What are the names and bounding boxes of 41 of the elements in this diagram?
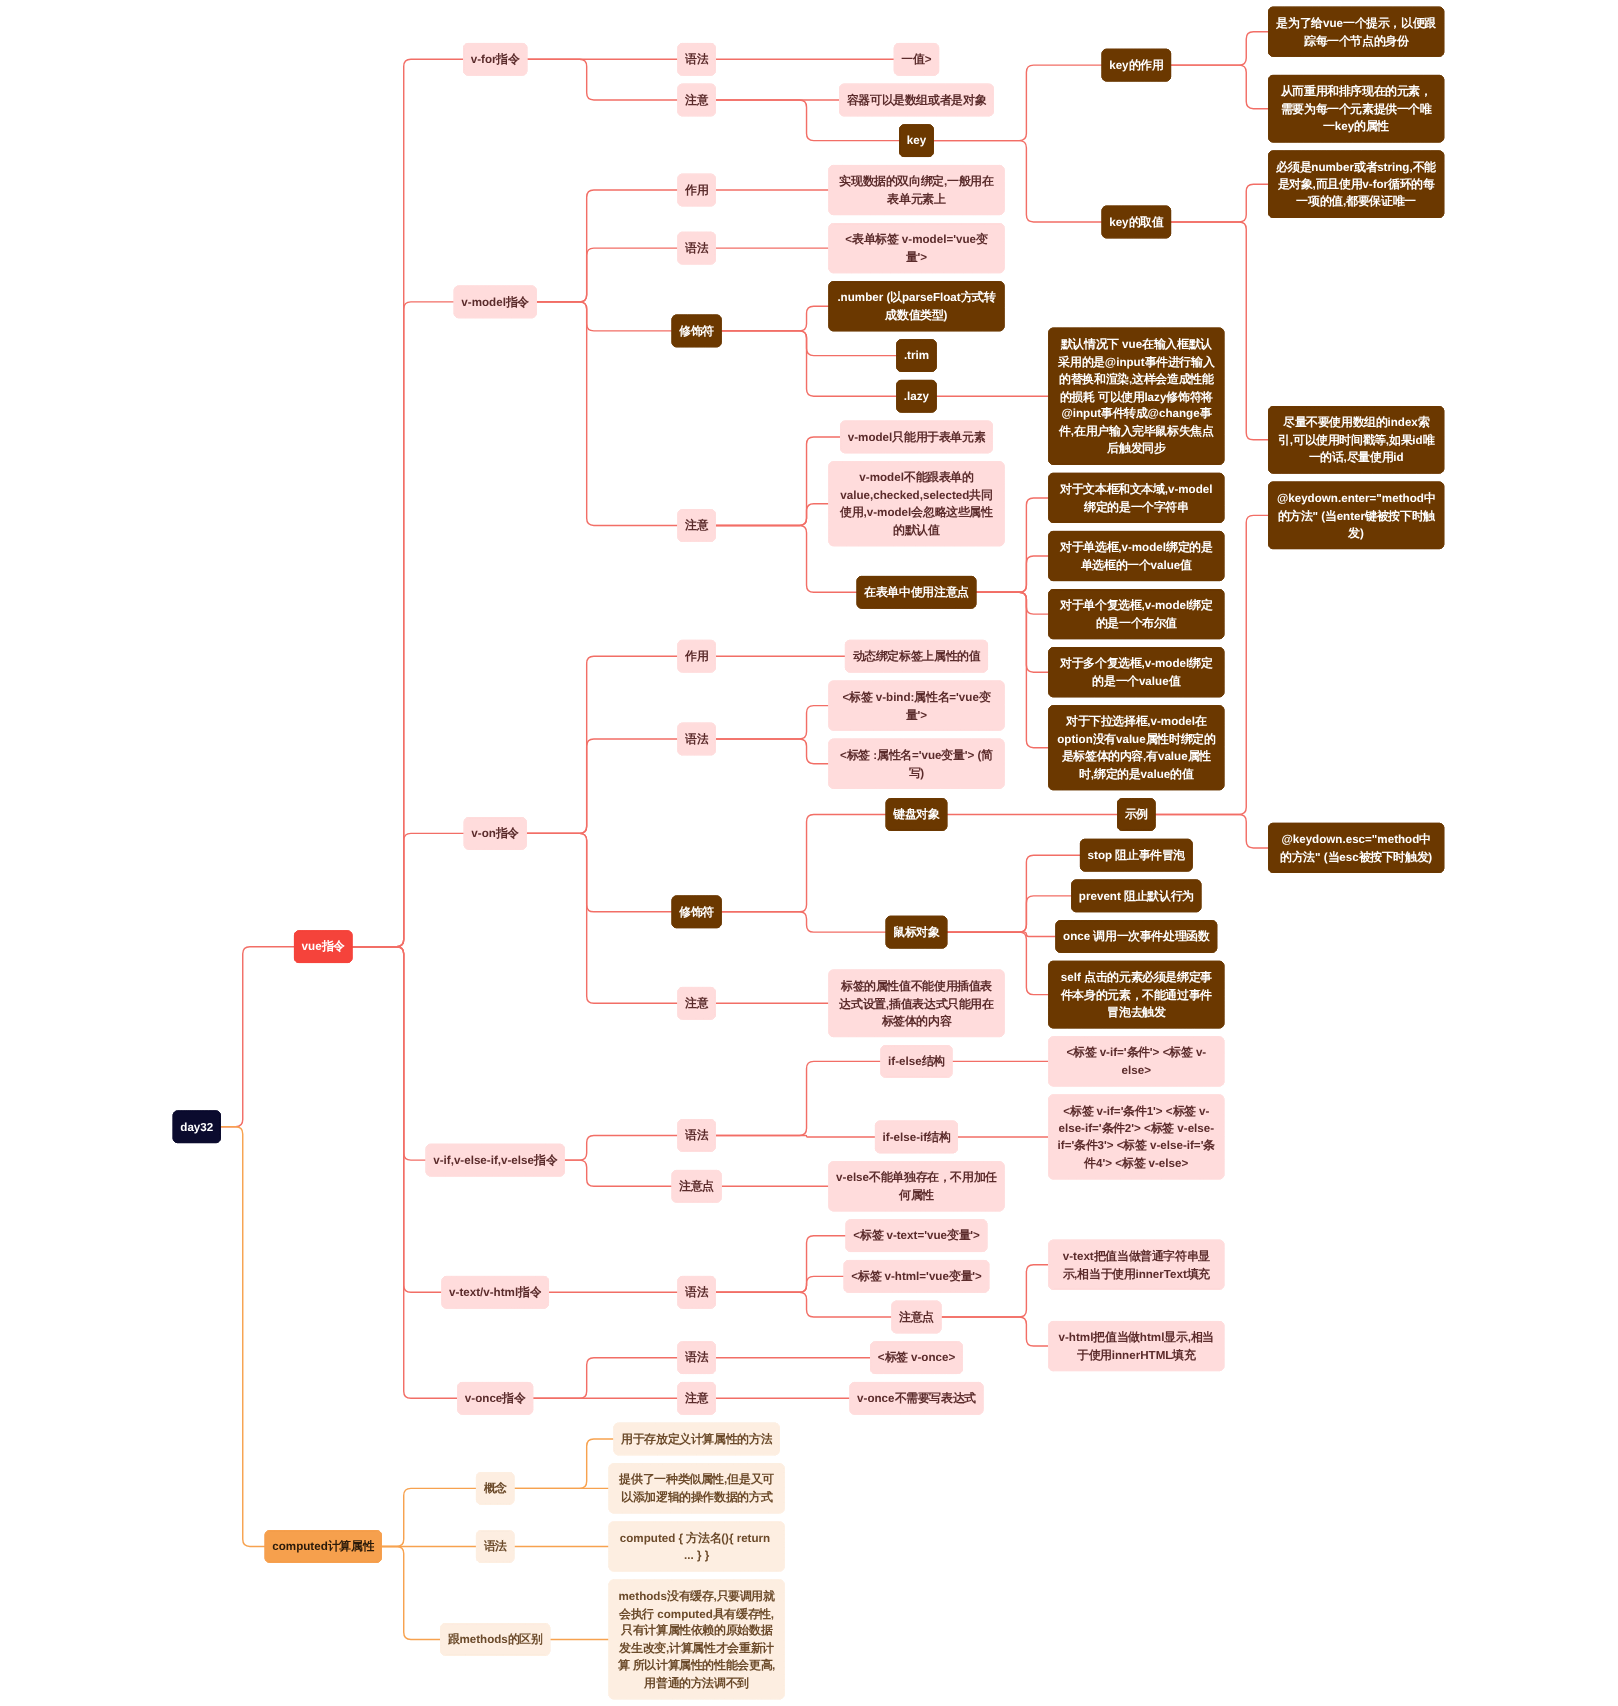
connector [721, 330, 898, 397]
connector [513, 1487, 611, 1490]
connector [933, 139, 1104, 223]
connector [936, 395, 1050, 397]
connector [721, 1185, 831, 1187]
connector [351, 945, 459, 1400]
connector [715, 58, 896, 61]
connector [548, 1291, 680, 1294]
connector [526, 58, 680, 101]
connector [975, 591, 1050, 749]
connector [715, 1356, 872, 1359]
connector [715, 189, 831, 191]
connector [715, 1134, 877, 1138]
connector [715, 524, 859, 594]
connector [946, 813, 1119, 816]
connector [564, 1159, 674, 1187]
connector [940, 1316, 1050, 1347]
connector [1170, 64, 1270, 110]
connector [715, 1060, 883, 1137]
connector [532, 1356, 680, 1400]
connector [715, 1291, 894, 1318]
connector [715, 655, 847, 657]
connector [532, 1397, 680, 1400]
connector [715, 247, 831, 249]
connector [715, 738, 831, 765]
connector [715, 99, 901, 142]
connector [549, 1638, 611, 1641]
connector [513, 1438, 616, 1490]
connector [536, 301, 680, 527]
connector [946, 931, 1050, 996]
connector [715, 1002, 831, 1005]
connector [951, 1060, 1050, 1063]
connector [1154, 813, 1270, 849]
connector [721, 911, 888, 933]
connector [220, 1126, 267, 1548]
connector [513, 1545, 611, 1548]
connector [715, 1397, 852, 1400]
connector [381, 1545, 442, 1641]
connector [1170, 221, 1270, 441]
connector [526, 832, 680, 1005]
connector [957, 1136, 1050, 1138]
